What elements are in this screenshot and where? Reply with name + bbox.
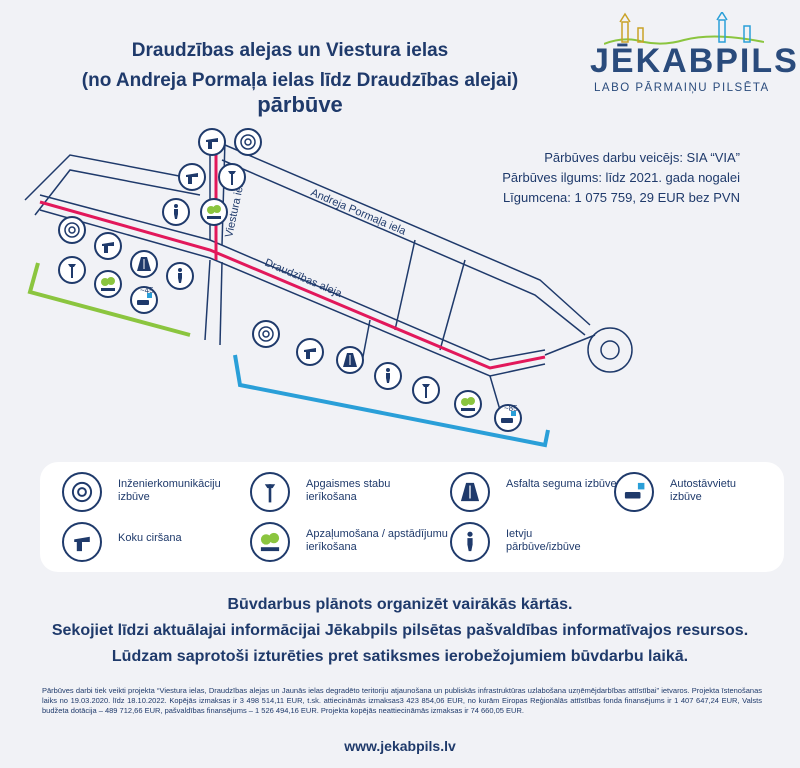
road-pormala-top [224, 144, 591, 326]
road-outline-draudzibas-bottom [39, 209, 546, 377]
street-light-icon [218, 163, 246, 191]
greenery-icon [250, 522, 290, 562]
street-light-icon [412, 376, 440, 404]
legend-label: Ietvju pārbūve/izbūve [506, 528, 581, 553]
blue-zone-marker [233, 354, 550, 448]
asphalt-road-icon [336, 346, 364, 374]
engineering-icon [234, 128, 262, 156]
tree-cutting-icon [178, 163, 206, 191]
engineering-icon [58, 216, 86, 244]
subtitle-text: (no Andreja Pormaļa ielas līdz Draudzība… [81, 70, 519, 91]
pedestrian-icon [162, 198, 190, 226]
notice-line-2: Sekojiet līdzi aktuālajai informācijai J… [51, 622, 749, 639]
pedestrian-icon [166, 262, 194, 290]
footnote: Pārbūves darbi tiek veikti projekta “Vie… [42, 686, 762, 715]
subtitle-end: pārbūve [257, 92, 343, 117]
legend-label: Inženierkomunikāciju izbūve [118, 478, 221, 503]
engineering-icon [252, 320, 280, 348]
pedestrian-icon [374, 362, 402, 390]
parking-icon [494, 404, 522, 432]
street-light-icon [250, 472, 290, 512]
greenery-icon [94, 270, 122, 298]
contractor-text: Pārbūves darbu veicējs: SIA “VIA” [544, 150, 740, 165]
logo-tagline: LABO PĀRMAIŅU PILSĒTA [594, 82, 770, 94]
city-skyline-logo-icon [604, 12, 764, 45]
greenery-icon [454, 390, 482, 418]
contract-price-text: Līgumcena: 1 075 759, 29 EUR bez PVN [502, 190, 740, 205]
street-light-icon [58, 256, 86, 284]
legend-label: Koku ciršana [118, 532, 182, 544]
website-link[interactable]: www.jekabpils.lv [344, 738, 456, 754]
notice-line-3: Lūdzam saprotoši izturēties pret satiksm… [111, 648, 689, 665]
parking-icon [130, 286, 158, 314]
parking-count-left: ~45 [140, 286, 154, 295]
legend-label: Apzaļumošana / apstādījumu ierīkošana [306, 528, 448, 553]
legend-panel: Inženierkomunikāciju izbūve Apgaismes st… [40, 462, 784, 572]
asphalt-road-icon [130, 250, 158, 278]
tree-cutting-icon [62, 522, 102, 562]
parking-count-right: ~85 [504, 404, 518, 413]
parking-icon [614, 472, 654, 512]
road-outline-left-bottom [34, 169, 201, 216]
tree-cutting-icon [296, 338, 324, 366]
legend-label: Autostāvvietu izbūve [670, 478, 737, 503]
label-pormala: Andreja Pormaļa iela [309, 187, 408, 238]
page-title: Draudzības alejas un Viestura ielas [131, 40, 449, 61]
asphalt-road-icon [450, 472, 490, 512]
logo-name: JĒKABPILS [590, 42, 799, 80]
construction-segment-draudzibas [39, 200, 546, 370]
tree-cutting-icon [198, 128, 226, 156]
road-outline-left-top [24, 154, 201, 201]
green-zone-marker [27, 262, 191, 337]
road-pormala-bottom [221, 159, 586, 336]
duration-text: Pārbūves ilgums: līdz 2021. gada nogalei [502, 170, 740, 185]
tree-cutting-icon [94, 232, 122, 260]
legend-label: Apgaismes stabu ierīkošana [306, 478, 391, 503]
greenery-icon [200, 198, 228, 226]
legend-label: Asfalta seguma izbūve [506, 478, 617, 490]
page-subtitle: (no Andreja Pormaļa ielas līdz Draudzība… [40, 70, 560, 118]
engineering-icon [62, 472, 102, 512]
notice-line-1: Būvdarbus plānots organizēt vairākās kār… [227, 596, 573, 613]
pedestrian-icon [450, 522, 490, 562]
road-outline-draudzibas-top [39, 194, 546, 361]
